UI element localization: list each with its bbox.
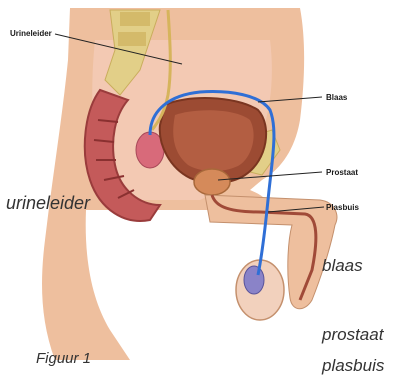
vertebra-2 [118,32,146,46]
label-blaas: Blaas [326,93,347,102]
vertebra-1 [120,12,150,26]
answer-prostaat: prostaat [322,325,383,345]
prostate [194,169,230,195]
answer-plasbuis: plasbuis [322,356,384,376]
answer-blaas: blaas [322,256,363,276]
label-urineleider: Urineleider [10,29,52,38]
figure-caption: Figuur 1 [36,350,91,367]
epididymis [244,266,264,294]
bladder-lining [173,110,253,171]
label-prostaat: Prostaat [326,168,358,177]
answer-urineleider: urineleider [6,193,90,214]
label-plasbuis: Plasbuis [326,203,359,212]
